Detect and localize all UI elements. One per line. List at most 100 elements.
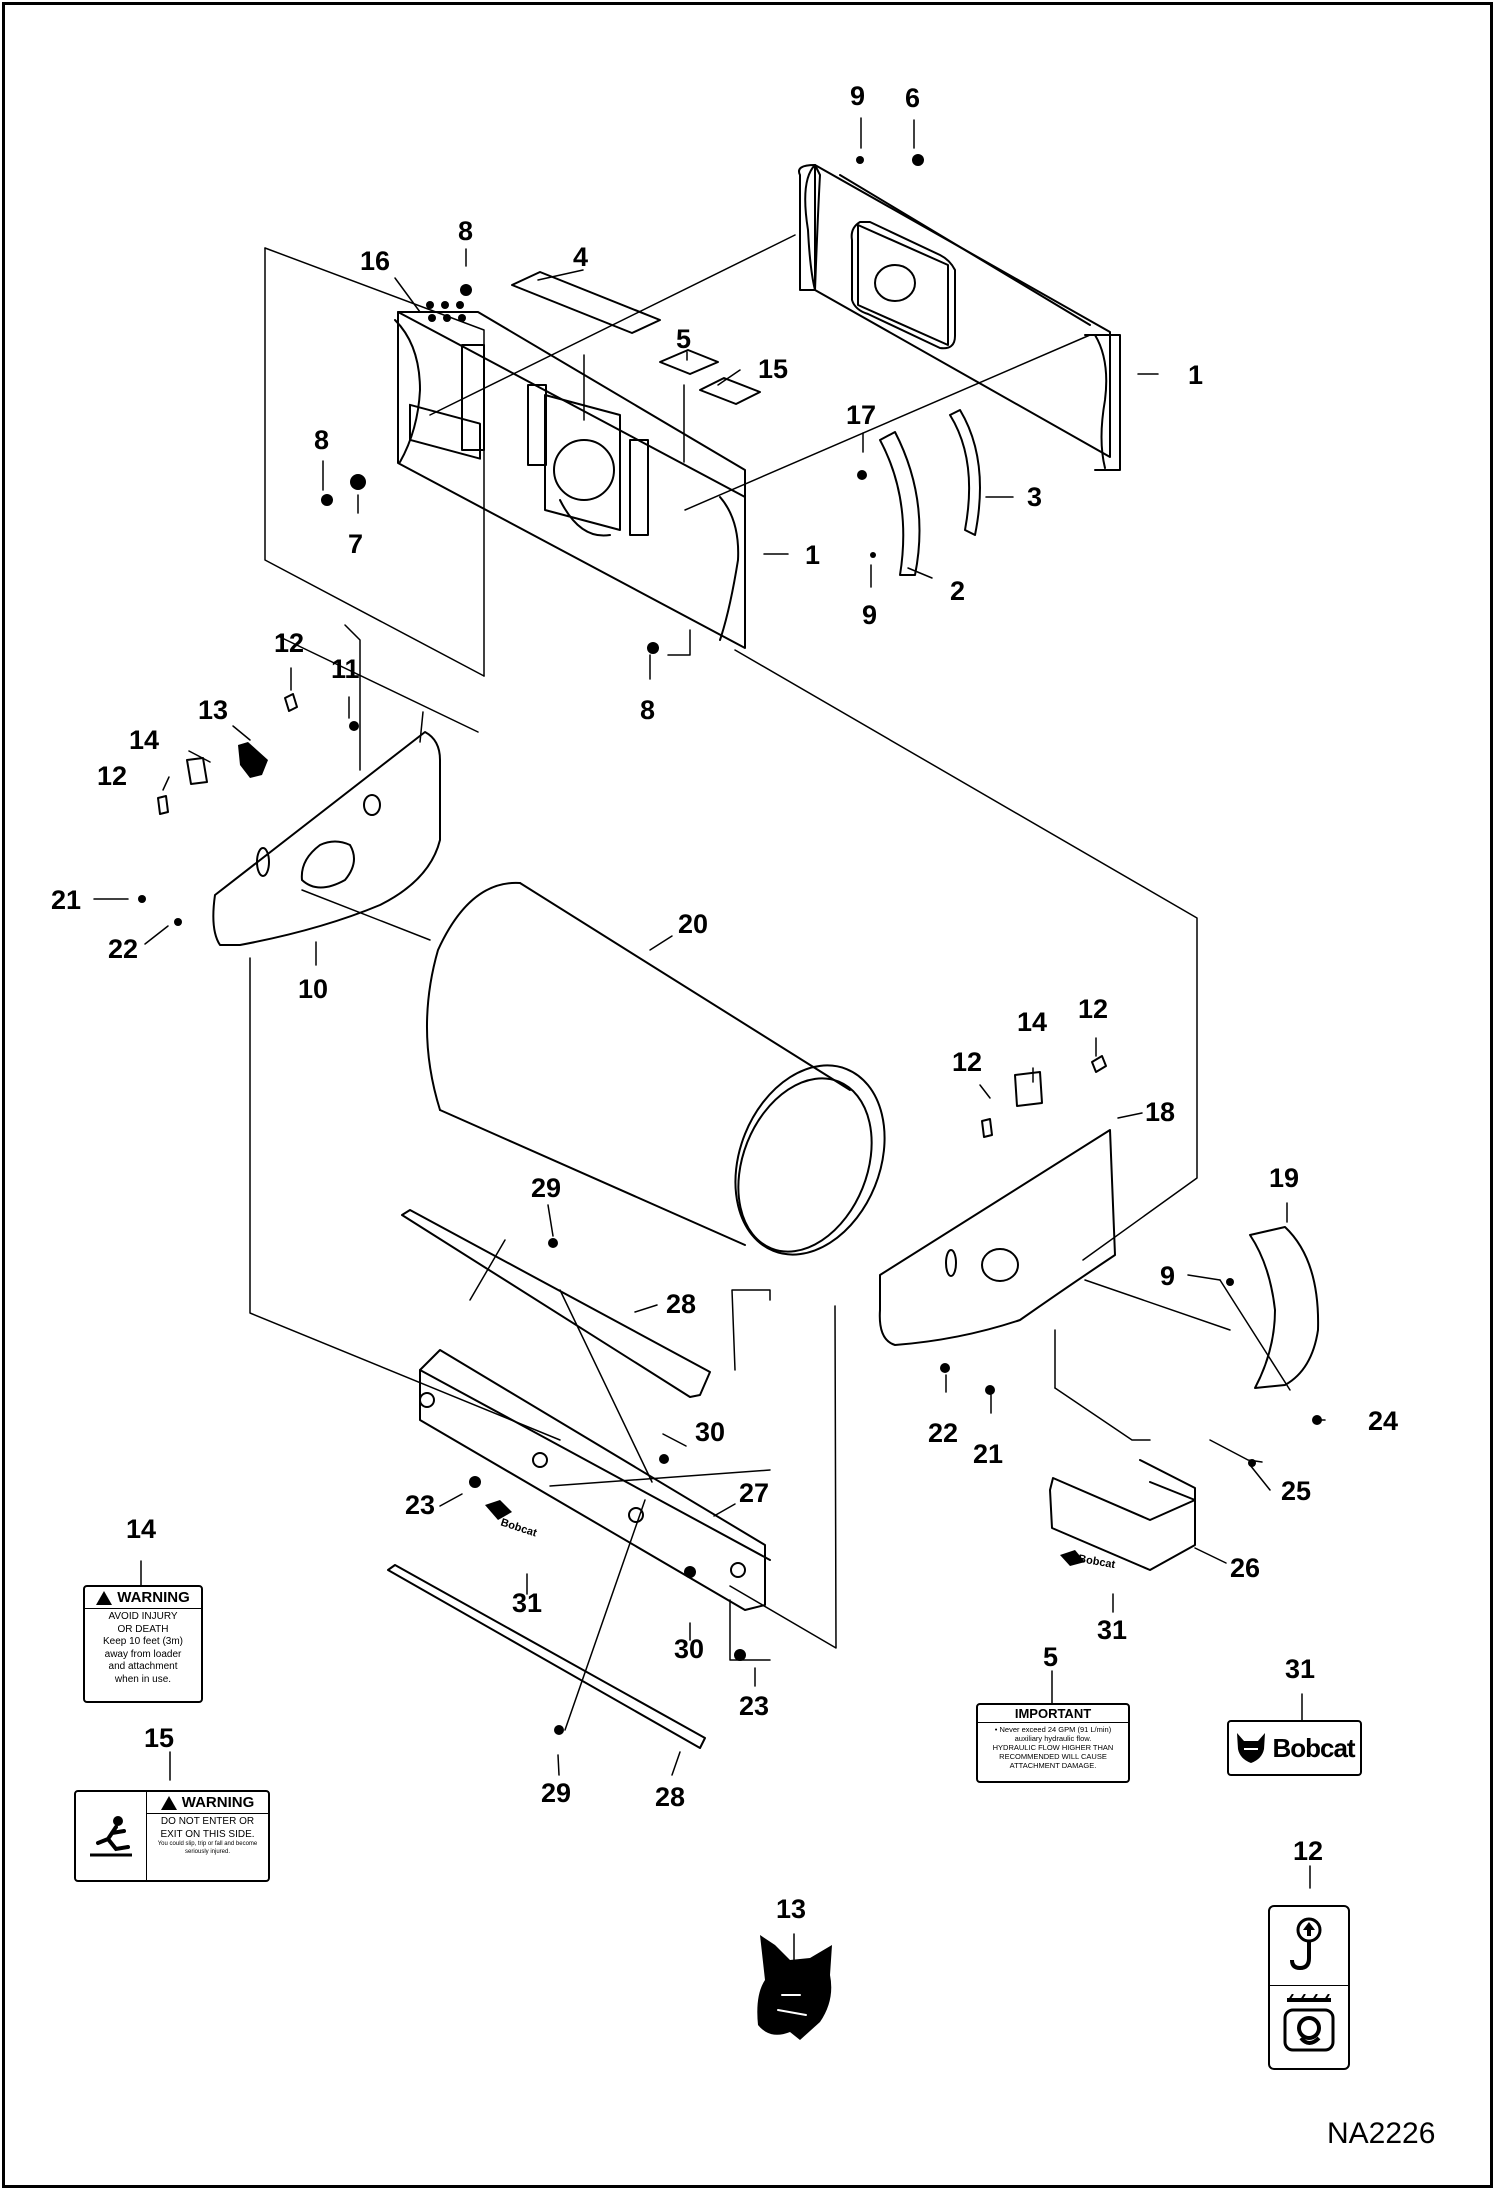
- part-31-small-logos: [485, 1500, 1085, 1566]
- decal-14-line: AVOID INJURY: [108, 1611, 178, 1622]
- decal-31-logo-text: Bobcat: [1272, 1732, 1355, 1763]
- callout-29: 29: [531, 1173, 562, 1203]
- decal-14-line: Keep 10 feet (3m): [102, 1636, 184, 1647]
- callout-31: 31: [1285, 1654, 1316, 1684]
- bobcat-head-icon: [1237, 1733, 1266, 1763]
- callout-27: 27: [739, 1478, 770, 1508]
- callout-12: 12: [1078, 994, 1109, 1024]
- callout-28: 28: [666, 1289, 697, 1319]
- part-18-right-end-plate: [878, 1055, 1116, 1346]
- leader-lines: [93, 117, 1326, 1961]
- decal-31-bobcat-logo: Bobcat: [1227, 1720, 1362, 1776]
- callout-17: 17: [846, 400, 877, 430]
- bobcat-head-icon: [757, 1935, 832, 2040]
- callout-21: 21: [973, 1439, 1004, 1469]
- callout-23: 23: [739, 1691, 770, 1721]
- callout-7: 7: [348, 529, 364, 559]
- callout-5: 5: [1043, 1642, 1059, 1672]
- warning-triangle-icon: [96, 1590, 113, 1605]
- decal-5-important: IMPORTANT • Never exceed 24 GPM (91 L/mi…: [976, 1703, 1130, 1783]
- part-15-decal-small: [699, 377, 761, 405]
- crush-hazard-icon: [1270, 1986, 1348, 2066]
- decal-15-line: EXIT ON THIS SIDE.: [160, 1828, 255, 1840]
- callout-4: 4: [573, 242, 589, 272]
- decal-5-line: HYDRAULIC FLOW HIGHER THAN: [992, 1743, 1114, 1752]
- falling-person-icon: [76, 1792, 147, 1880]
- decal-5-line: auxiliary hydraulic flow.: [1014, 1734, 1092, 1743]
- part-28-upper-blade: [401, 1209, 711, 1398]
- part-10-left-end-plate: [212, 731, 441, 946]
- part-12-decal-top: [284, 693, 298, 712]
- callout-10: 10: [298, 974, 329, 1004]
- callout-15: 15: [144, 1723, 175, 1753]
- figure-id: NA2226: [1327, 2117, 1436, 2150]
- callout-1: 1: [805, 540, 821, 570]
- part-12-decal-right-b: [1091, 1055, 1107, 1073]
- bobcat-head-highlights: [777, 1994, 807, 2016]
- decal-15-header: WARNING: [181, 1794, 255, 1811]
- callout-9: 9: [850, 81, 866, 111]
- callout-11: 11: [331, 654, 360, 684]
- part-19-mount: [1249, 1226, 1320, 1389]
- callout-31: 31: [512, 1588, 543, 1618]
- part-14-decal-right: [1014, 1071, 1043, 1107]
- decal-5-line: RECOMMENDED WILL CAUSE: [999, 1752, 1107, 1761]
- callout-14: 14: [1017, 1007, 1048, 1037]
- callout-8: 8: [314, 425, 330, 455]
- part-14-decal-left: [186, 757, 208, 785]
- decal-14-line: away from loader: [104, 1648, 182, 1660]
- callout-29: 29: [541, 1778, 572, 1808]
- alignment-lines: [249, 234, 1291, 1731]
- callout-18: 18: [1145, 1097, 1176, 1127]
- decal-15-line: You could slip, trip or fall and become …: [157, 1841, 258, 1855]
- callout-12: 12: [952, 1047, 983, 1077]
- part-28-lower-blade: [387, 1564, 706, 1749]
- callout-13: 13: [198, 695, 229, 725]
- part-12-decal-right-a: [981, 1118, 993, 1138]
- callout-22: 22: [108, 934, 139, 964]
- decal-14-header: WARNING: [117, 1589, 190, 1606]
- callout-26: 26: [1230, 1553, 1261, 1583]
- callout-6: 6: [905, 83, 921, 113]
- hardware-fasteners: [138, 154, 1322, 1735]
- callout-28: 28: [655, 1782, 686, 1812]
- callout-21: 21: [51, 885, 82, 915]
- decal-14-line: and attachment: [108, 1661, 178, 1672]
- decal-15-warning: WARNING DO NOT ENTER OR EXIT ON THIS SID…: [74, 1790, 270, 1882]
- part-20-drum: [425, 881, 886, 1256]
- callout-19: 19: [1269, 1163, 1300, 1193]
- decal-5-header: IMPORTANT: [978, 1705, 1128, 1723]
- callout-15: 15: [758, 354, 789, 384]
- callout-12: 12: [274, 628, 305, 658]
- callout-13: 13: [776, 1894, 807, 1924]
- callout-12: 12: [97, 761, 128, 791]
- callout-24: 24: [1368, 1406, 1399, 1436]
- callout-9: 9: [862, 600, 878, 630]
- decal-5-line: ATTACHMENT DAMAGE.: [1009, 1761, 1097, 1770]
- callout-23: 23: [405, 1490, 436, 1520]
- decal-14-line: OR DEATH: [117, 1623, 169, 1635]
- callout-30: 30: [695, 1417, 726, 1447]
- callout-8: 8: [458, 216, 474, 246]
- callout-12: 12: [1293, 1836, 1324, 1866]
- lift-hook-icon: [1270, 1907, 1348, 1986]
- callout-30: 30: [674, 1634, 705, 1664]
- callout-9: 9: [1160, 1261, 1176, 1291]
- callout-22: 22: [928, 1418, 959, 1448]
- decal-12-lift-point: [1268, 1905, 1350, 2070]
- part-2-and-3-shims: [879, 409, 981, 576]
- callout-16: 16: [360, 246, 391, 276]
- part-1-rear-panel: [798, 164, 1121, 471]
- decal-5-line: • Never exceed 24 GPM (91 L/min): [994, 1725, 1112, 1734]
- part-26-bracket: [1049, 1477, 1196, 1571]
- part-1-front-frame: [394, 301, 746, 649]
- callout-1: 1: [1188, 360, 1204, 390]
- callout-8: 8: [640, 695, 656, 725]
- callout-25: 25: [1281, 1476, 1312, 1506]
- callout-14: 14: [126, 1514, 157, 1544]
- part-4-strip: [511, 271, 661, 334]
- callout-20: 20: [678, 909, 709, 939]
- part-12-decal-left: [157, 795, 169, 815]
